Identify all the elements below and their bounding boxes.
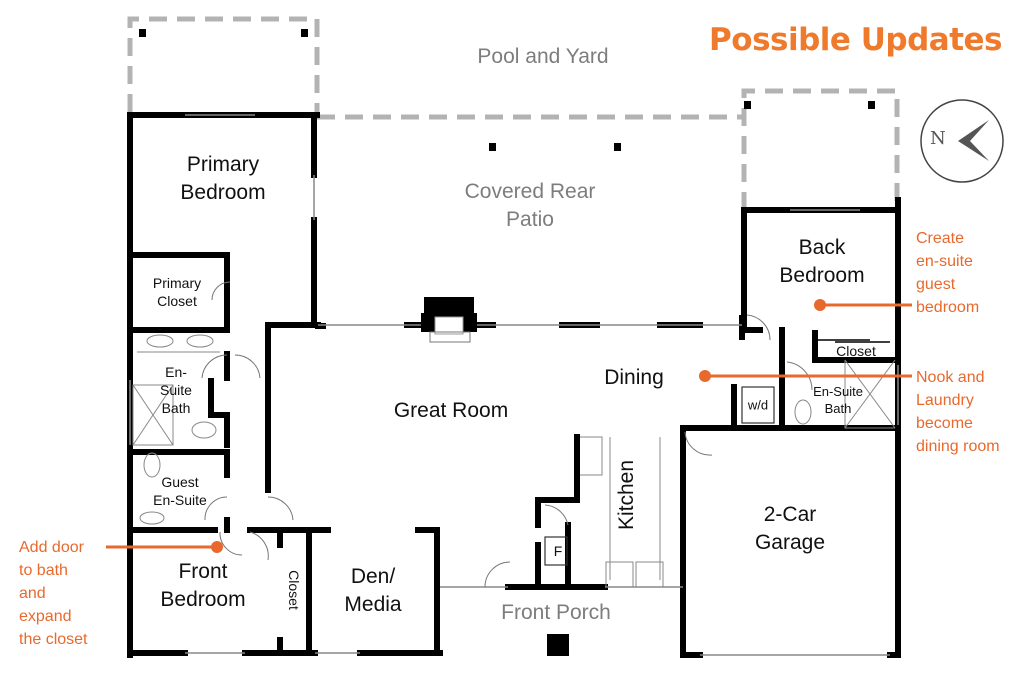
annotation-leaders: [106, 299, 912, 553]
fridge-label: F: [553, 543, 563, 559]
annotation-dining: Nook and Laundry become dining room: [916, 369, 1000, 455]
doors: [201, 281, 813, 588]
primary-closet-label: Primary Closet: [152, 275, 202, 309]
back-closet-label: Closet: [836, 343, 876, 359]
fridge-box: [544, 536, 568, 566]
front-closet-label: Closet: [286, 570, 302, 610]
fixtures: [132, 334, 896, 588]
annotation-front-bedroom: Add door to bath and expand the closet: [19, 539, 88, 648]
guest-ensuite-label: Guest En-Suite: [153, 474, 207, 508]
page-title: Possible Updates: [709, 22, 1002, 58]
outdoor-outlines: [127, 16, 900, 210]
annotation-back-bedroom: Create en-suite guest bedroom: [916, 230, 980, 316]
dining-label: Dining: [604, 366, 664, 389]
great-room-label: Great Room: [393, 399, 509, 422]
primary-bedroom-label: Primary Bedroom: [180, 153, 266, 204]
compass-north-label: N: [930, 128, 946, 149]
pool-label: Pool and Yard: [477, 45, 609, 68]
compass-icon: [920, 99, 1004, 183]
fireplace: [421, 297, 477, 343]
kitchen-label: Kitchen: [615, 459, 638, 531]
front-porch-label: Front Porch: [501, 601, 611, 624]
front-bedroom-label: Front Bedroom: [160, 560, 246, 611]
posts: [139, 29, 875, 656]
windows: [129, 114, 899, 656]
back-ensuite-bath-label: En-Suite Bath: [813, 384, 863, 416]
den-media-label: Den/ Media: [344, 565, 402, 616]
washer-dryer-label: w/d: [747, 397, 769, 413]
washer-dryer-box: [741, 386, 775, 424]
ensuite-bath-label: En- Suite Bath: [160, 364, 192, 416]
back-bedroom-label: Back Bedroom: [779, 236, 865, 287]
garage-label: 2-Car Garage: [754, 503, 826, 554]
patio-label: Covered Rear Patio: [464, 180, 596, 231]
